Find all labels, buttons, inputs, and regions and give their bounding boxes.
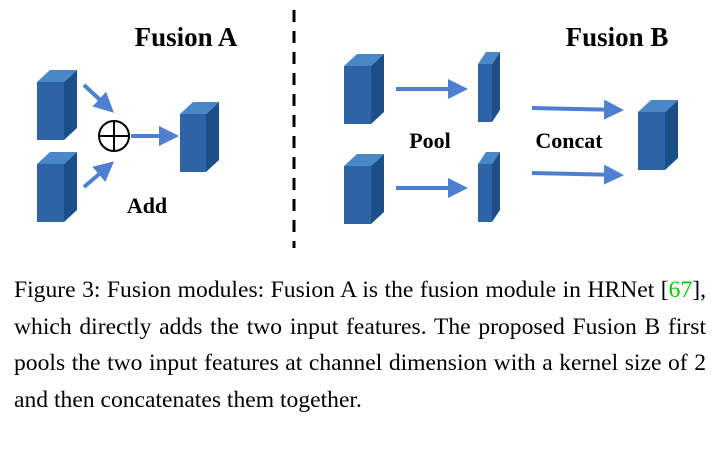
fusion-modules-figure: Fusion A Fusion B Add	[37, 10, 678, 248]
arrow-icon	[82, 161, 115, 189]
add-label: Add	[127, 193, 167, 218]
circled-plus-icon	[98, 120, 130, 152]
fusion-b-pooled-block-bottom	[478, 152, 500, 222]
fusion-b-input-block-bottom	[344, 154, 384, 224]
citation-link[interactable]: 67	[668, 277, 693, 303]
arrow-icon	[531, 164, 624, 185]
arrow-icon	[82, 83, 114, 113]
fusion-a-output-block	[180, 102, 219, 172]
fusion-b-title: Fusion B	[566, 22, 669, 52]
caption-text-prefix: Figure 3: Fusion modules: Fusion A is th…	[14, 277, 669, 303]
fusion-a-input-block-bottom	[37, 152, 77, 222]
figure-caption: Figure 3: Fusion modules: Fusion A is th…	[14, 272, 706, 418]
arrow-icon	[531, 99, 624, 120]
fusion-b-input-block-top	[344, 54, 384, 124]
caption-text-suffix: ], which directly adds the two input fea…	[14, 277, 706, 413]
pool-label: Pool	[409, 128, 451, 153]
fusion-b-pooled-block-top	[478, 52, 500, 122]
concat-label: Concat	[535, 128, 603, 153]
fusion-a-input-block-top	[37, 70, 77, 140]
fusion-b-output-block	[638, 100, 678, 170]
fusion-a-title: Fusion A	[135, 22, 238, 52]
